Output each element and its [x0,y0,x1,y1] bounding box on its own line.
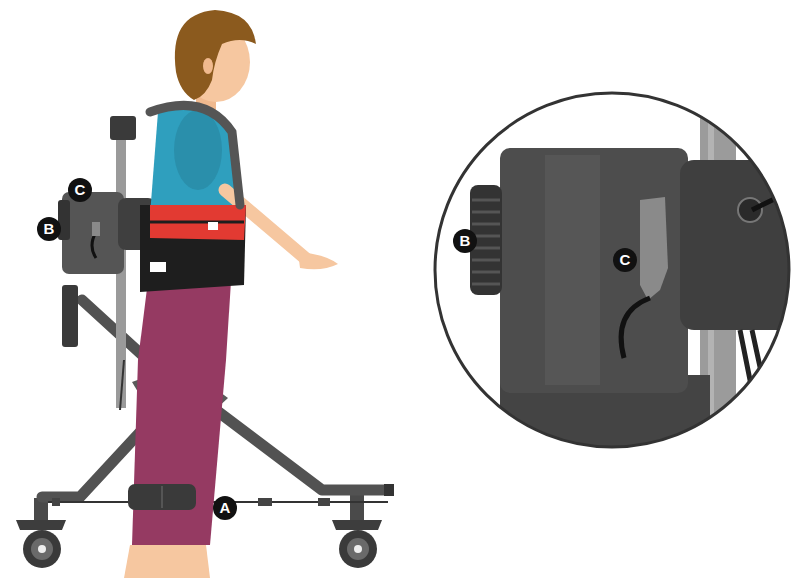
child-figure-part [124,545,210,578]
caster-wheel-part [347,538,369,560]
callout-letter: C [613,248,637,272]
zoom-inset-part-part-part [472,247,500,250]
pelvic-unit-part [62,192,124,274]
callout-letter: B [453,229,477,253]
callout-letter: A [213,496,237,520]
zoom-inset-part-part-part [472,223,500,226]
child-figure-part [140,205,246,292]
zoom-inset-part-part-part [472,259,500,262]
child-figure-part [150,262,166,272]
pelvic-unit-part [92,222,100,236]
zoom-inset-part [470,80,800,465]
child-figure-part [175,10,256,100]
child-figure-part [298,252,338,269]
zoom-inset-part-part [680,160,792,330]
caster-wheel-part [350,492,364,522]
zoom-inset-part-part [500,148,688,393]
zoom-inset-part-part [740,330,778,455]
tension-cable-part [318,498,330,506]
child-figure-part [128,484,196,510]
caster-wheel-part [354,545,362,553]
caster-wheel-part [31,538,53,560]
zoom-inset-part-part [640,197,668,300]
caster-wheel-part [23,530,61,568]
zoom-inset-part-part-part [472,283,500,286]
caster-wheel-part [38,545,46,553]
child-figure-part [174,110,222,190]
zoom-inset-part-part-part [472,211,500,214]
child-figure-part [150,105,240,205]
child-figure-part [161,486,163,508]
zoom-inset-part-part [621,298,650,358]
zoom-inset-part [435,93,789,447]
child-figure-part [208,222,218,230]
zoom-inset-part-part [738,198,762,222]
zoom-inset [435,80,800,465]
vertical-post-part [120,360,124,410]
child-figure-part [150,221,244,224]
caster-wheel-part [16,520,66,530]
caster-wheel-part [339,530,377,568]
vertical-post-part [110,116,136,140]
zoom-inset-part-part-part [472,271,500,274]
child-figure [124,10,338,578]
pelvic-unit-part [62,285,78,347]
tension-cable-part [52,498,60,506]
callout-letter: B [37,217,61,241]
tension-cable-part [258,498,272,506]
child-figure-part [203,58,213,74]
child-figure-part [150,205,246,240]
caster-wheel-part [332,520,382,530]
callout-letter: C [68,178,92,202]
zoom-inset-part-part-part [472,199,500,202]
tube-cap [384,484,394,496]
zoom-inset-part-part [545,155,600,385]
